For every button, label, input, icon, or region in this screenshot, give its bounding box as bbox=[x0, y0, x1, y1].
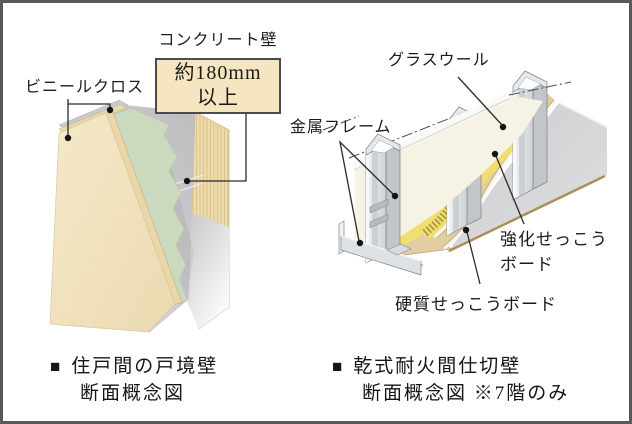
reinforced-gypsum-line1: 強化せっこう bbox=[500, 230, 608, 249]
left-caption: ■ 住戸間の戸境壁 断面概念図 bbox=[50, 353, 218, 407]
vinyl-cloth-dot bbox=[64, 134, 72, 142]
reinforced-gypsum-board-label: 強化せっこう ボード bbox=[500, 227, 608, 277]
concrete-end-face bbox=[185, 213, 229, 329]
reinforced-gypsum-dot bbox=[491, 150, 499, 158]
left-pointer-lines bbox=[67, 99, 247, 182]
left-wall-illustration bbox=[49, 99, 247, 333]
left-caption-bullet: ■ bbox=[50, 357, 63, 376]
hard-gypsum-dot bbox=[462, 226, 470, 234]
right-caption-line2: 断面概念図 ※7階のみ bbox=[362, 383, 570, 404]
concrete-thickness-dot bbox=[183, 177, 191, 185]
stud-knockout-slots bbox=[369, 198, 389, 229]
left-caption-line1: 住戸間の戸境壁 bbox=[71, 356, 219, 377]
thickness-value: 約180mm bbox=[174, 62, 262, 84]
right-caption-line1: 乾式耐火間仕切壁 bbox=[353, 356, 522, 377]
concrete-wall-label: コンクリート壁 bbox=[158, 32, 278, 49]
metal-frame-track-dot bbox=[356, 239, 364, 247]
hard-gypsum-board-label: 硬質せっこうボード bbox=[395, 295, 557, 314]
chain-line-extension bbox=[508, 81, 572, 96]
thickness-qualifier: 以上 bbox=[197, 87, 239, 109]
right-wall-illustration bbox=[322, 70, 608, 285]
right-caption-bullet: ■ bbox=[332, 357, 345, 376]
reinforced-gypsum-line2: ボード bbox=[500, 255, 554, 274]
vinyl-cloth-dot-2 bbox=[106, 106, 114, 114]
right-caption: ■ 乾式耐火間仕切壁 断面概念図 ※7階のみ bbox=[332, 353, 569, 407]
left-caption-line2: 断面概念図 bbox=[80, 383, 186, 404]
front-vinyl-face bbox=[49, 112, 176, 333]
vinyl-cloth-label: ビニールクロス bbox=[25, 79, 145, 96]
glass-wool-dot bbox=[499, 123, 507, 131]
metal-frame-stud-dot bbox=[391, 192, 399, 200]
right-pointer-lines bbox=[338, 76, 525, 285]
glass-wool-label: グラスウール bbox=[388, 52, 490, 69]
metal-frame-label: 金属フレーム bbox=[290, 119, 392, 136]
thickness-callout-box: 約180mm 以上 bbox=[155, 58, 281, 114]
wall-illustrations bbox=[49, 70, 608, 333]
